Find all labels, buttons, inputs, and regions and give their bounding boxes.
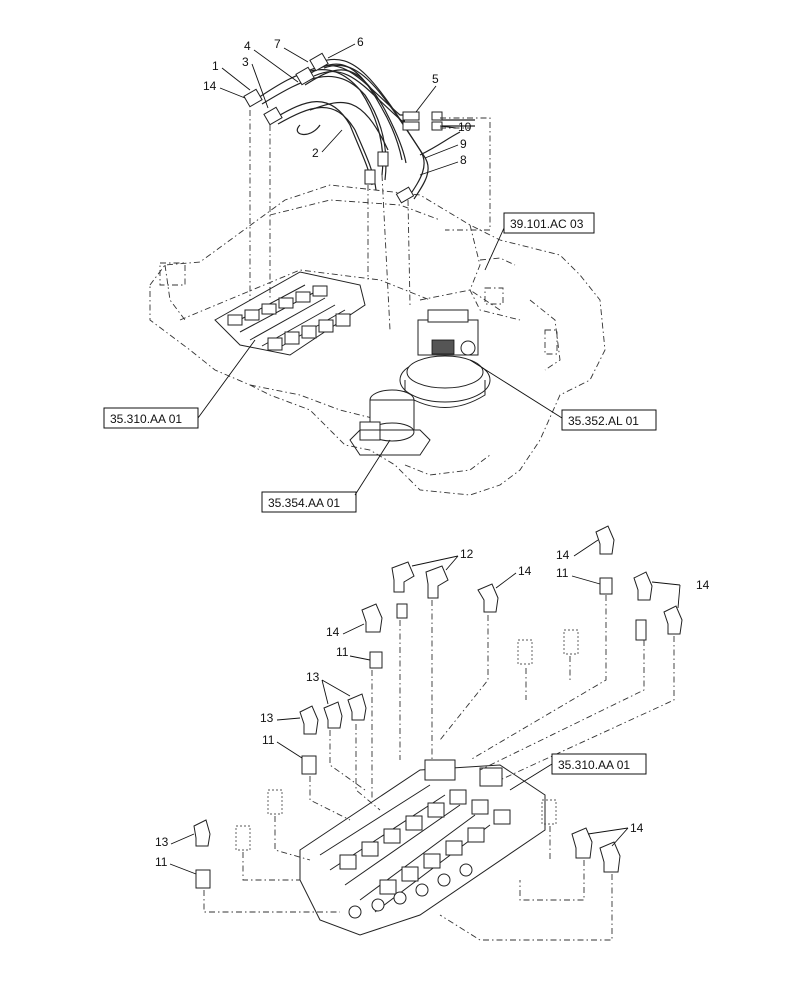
callout-3: 3 xyxy=(242,55,249,69)
callout-11-left-a: 11 xyxy=(336,645,349,659)
callout-13-a: 13 xyxy=(306,670,320,684)
bottom-guides xyxy=(203,595,675,941)
ref-39101[interactable]: 39.101.AC 03 xyxy=(484,212,595,271)
ref-35354[interactable]: 35.354.AA 01 xyxy=(261,439,391,513)
callout-14-topright: 14 xyxy=(556,548,570,562)
callout-14-mid: 14 xyxy=(518,564,532,578)
callout-9: 9 xyxy=(460,137,467,151)
svg-text:35.310.AA 01: 35.310.AA 01 xyxy=(110,412,182,426)
callout-14-bottomright: 14 xyxy=(630,821,644,835)
callout-11-left-b: 11 xyxy=(262,733,275,747)
hose-fittings xyxy=(243,52,443,204)
swing-motor xyxy=(399,309,491,408)
callout-6: 6 xyxy=(357,35,364,49)
center-joint xyxy=(349,389,431,456)
callout-4: 4 xyxy=(244,39,251,53)
control-valve-top xyxy=(214,271,366,356)
callout-14-right: 14 xyxy=(696,578,710,592)
bottom-callouts: 12 14 14 11 14 14 11 13 13 11 13 11 14 xyxy=(155,539,710,875)
svg-text:35.352.AL 01: 35.352.AL 01 xyxy=(568,414,639,428)
svg-text:35.354.AA 01: 35.354.AA 01 xyxy=(268,496,340,510)
callout-5: 5 xyxy=(432,72,439,86)
callout-14-top: 14 xyxy=(203,79,217,93)
callout-10: 10 xyxy=(458,120,472,134)
ref-35352[interactable]: 35.352.AL 01 xyxy=(469,359,657,431)
top-guides xyxy=(249,110,491,331)
top-callouts: 1 14 3 4 7 6 5 10 2 9 8 xyxy=(203,35,472,176)
svg-text:39.101.AC 03: 39.101.AC 03 xyxy=(510,217,584,231)
callout-11-left-c: 11 xyxy=(155,855,168,869)
callout-12: 12 xyxy=(460,547,474,561)
callout-8: 8 xyxy=(460,153,467,167)
callout-1: 1 xyxy=(212,59,219,73)
callout-2: 2 xyxy=(312,146,319,160)
svg-text:35.310.AA 01: 35.310.AA 01 xyxy=(558,758,630,772)
ref-35310-top[interactable]: 35.310.AA 01 xyxy=(103,339,256,429)
callout-11-topright: 11 xyxy=(556,566,569,580)
callout-13-b: 13 xyxy=(260,711,274,725)
upper-frame xyxy=(149,184,606,496)
callout-14-left: 14 xyxy=(326,625,340,639)
callout-7: 7 xyxy=(274,37,281,51)
control-valve-bottom xyxy=(299,759,546,936)
callout-13-c: 13 xyxy=(155,835,169,849)
ref-35310-bottom[interactable]: 35.310.AA 01 xyxy=(509,753,647,791)
bottom-fittings xyxy=(193,525,683,889)
